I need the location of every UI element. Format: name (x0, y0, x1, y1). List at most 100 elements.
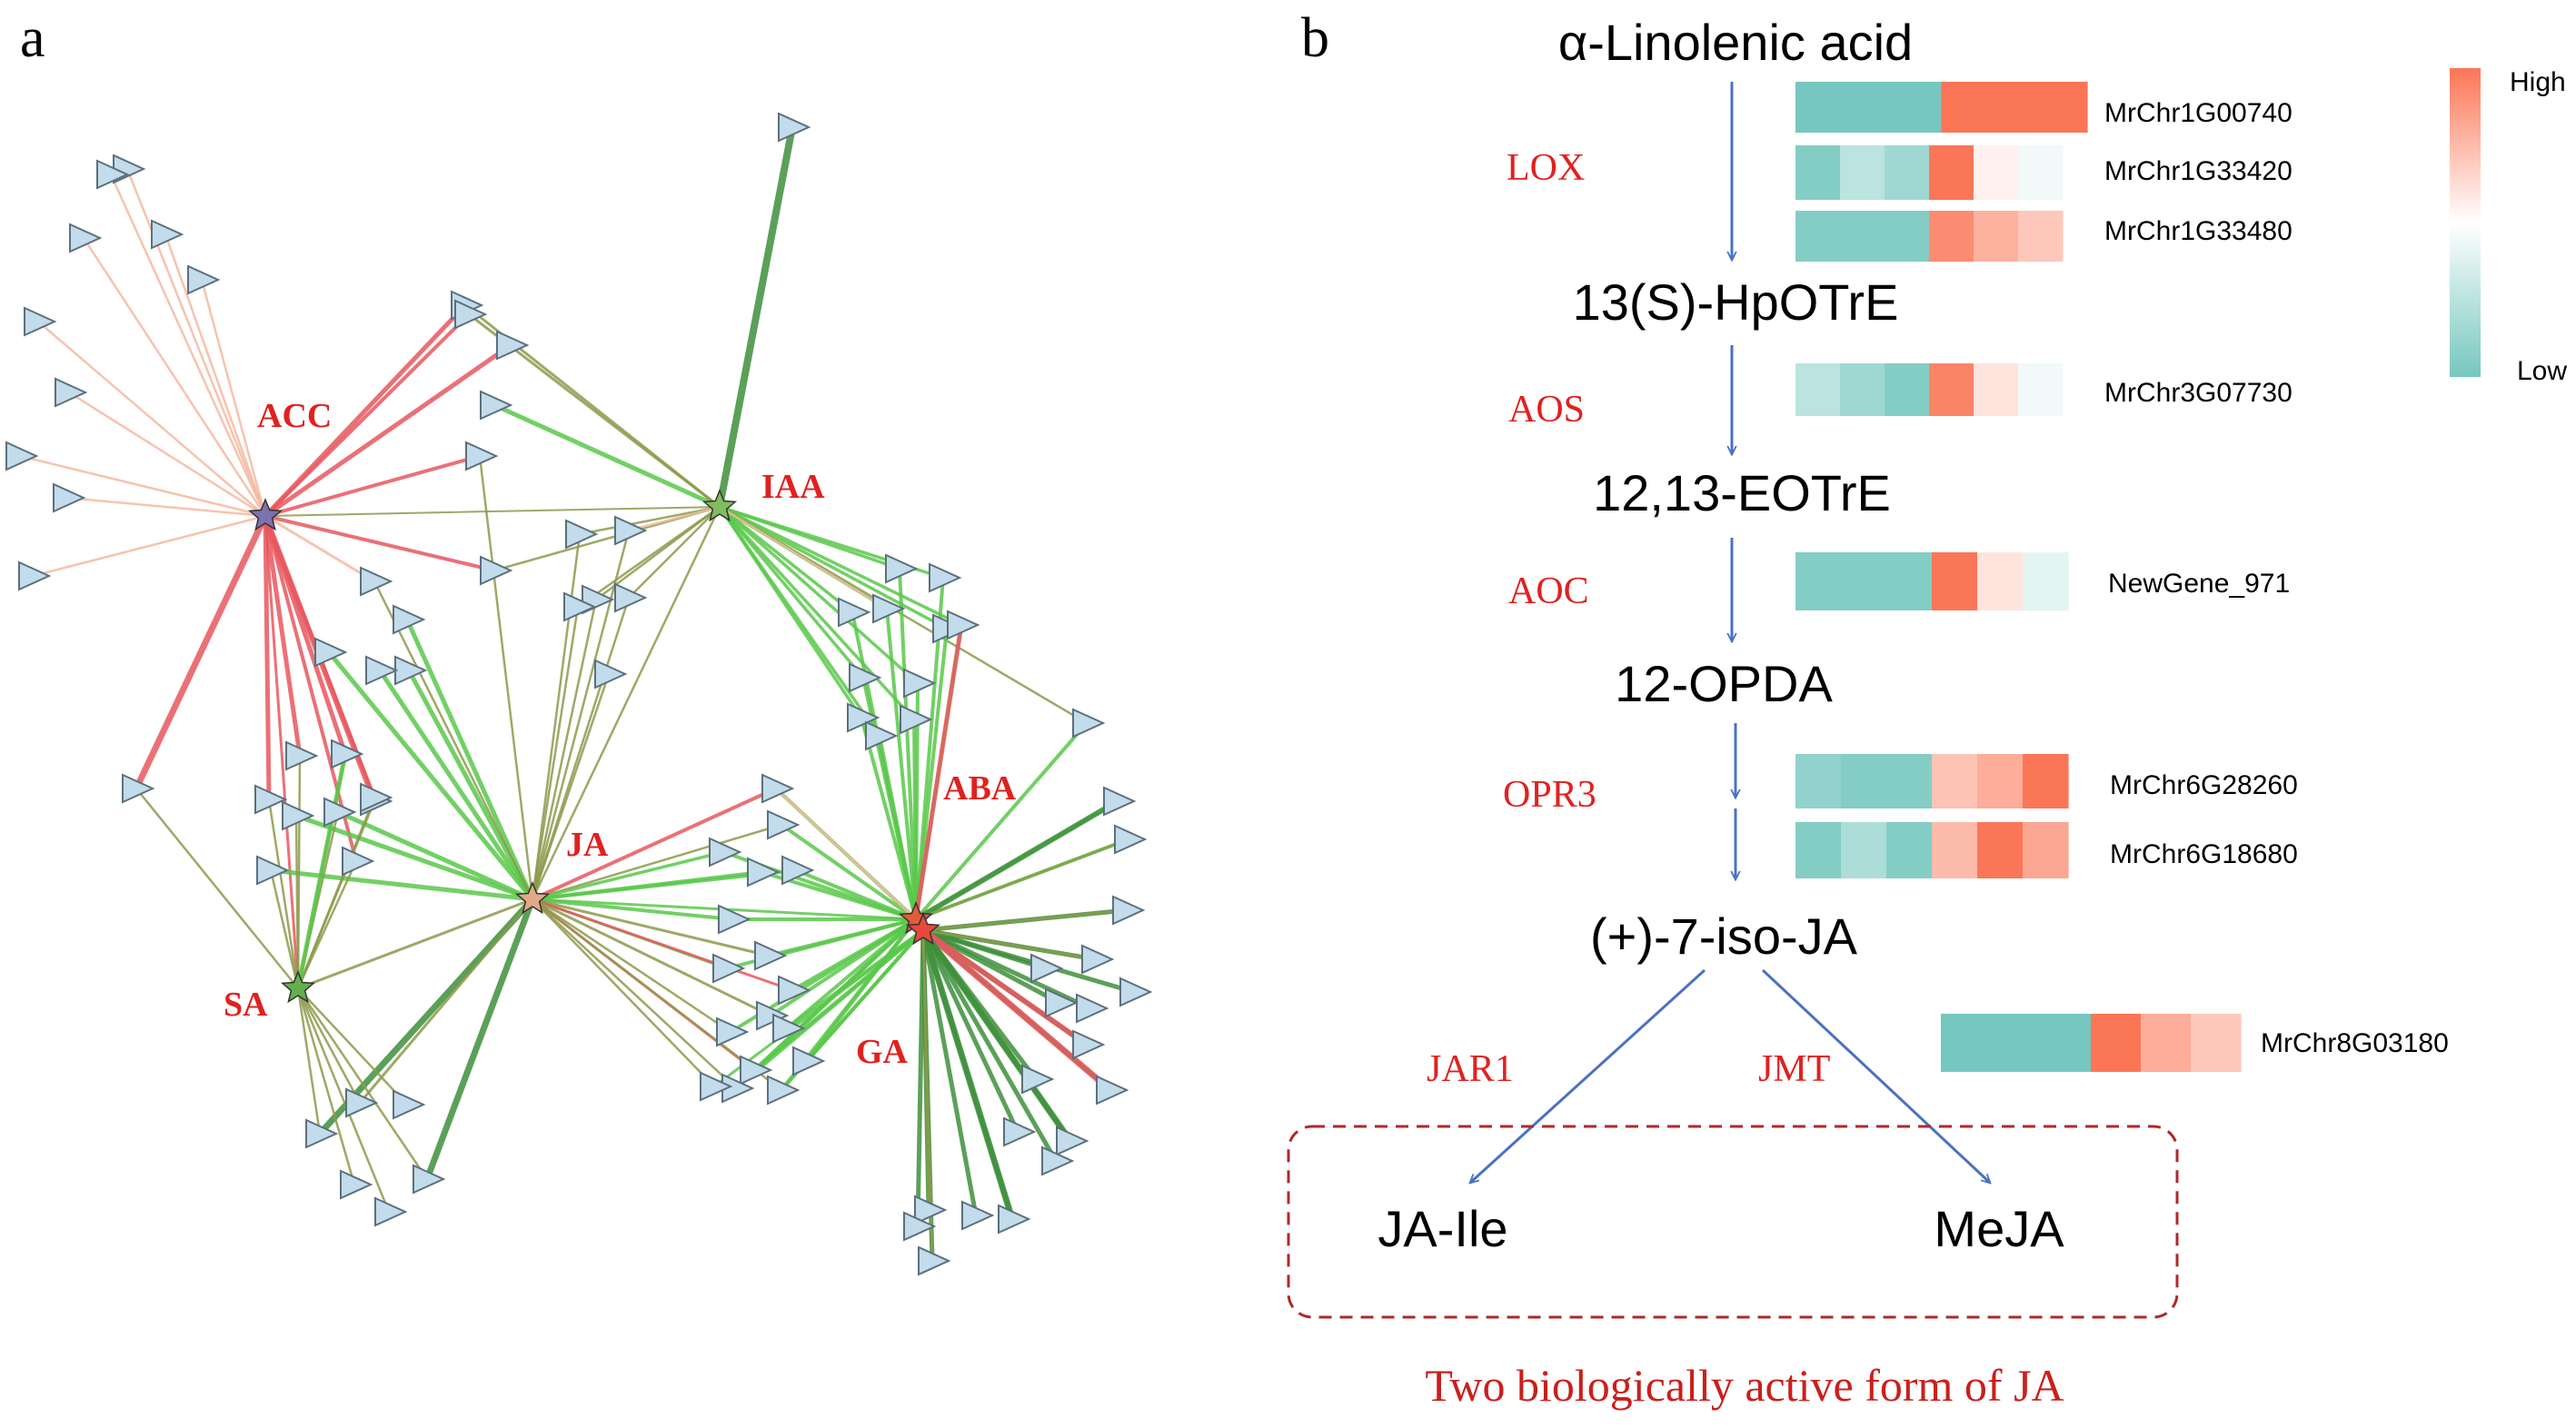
heatmap-cell (2023, 552, 2069, 610)
gene-node (772, 1013, 806, 1044)
heatmap-cell (1840, 145, 1885, 200)
heatmap-cell (1841, 822, 1887, 878)
network-edge (267, 798, 300, 990)
gene-node (594, 659, 628, 689)
network-edge (377, 668, 535, 902)
gene-node (961, 1200, 995, 1231)
gene-node (740, 1055, 773, 1086)
network-edge (268, 868, 535, 902)
network-edge (878, 734, 918, 921)
heatmap-row-mrchr6g18680 (1795, 822, 2069, 878)
gene-node (998, 1204, 1031, 1235)
gene-node (314, 637, 348, 668)
gene-label: NewGene_971 (2108, 569, 2290, 599)
network-edge (293, 813, 535, 902)
active-forms-box (1287, 1125, 2179, 1319)
heatmap-cell (2038, 82, 2088, 133)
gene-node (614, 582, 648, 613)
network-edge (920, 927, 1020, 1135)
network-edge (898, 567, 918, 921)
heatmap-cell (1841, 754, 1887, 808)
heatmap-cell (1886, 822, 1933, 878)
gene-node (254, 784, 288, 815)
network-edge (200, 278, 267, 518)
arrow-jar1 (1470, 968, 1706, 1183)
network-edge (921, 908, 1129, 932)
gene-node (1112, 895, 1146, 926)
network-edge (295, 751, 348, 991)
gene-node (900, 704, 933, 735)
enzyme-jar1: JAR1 (1427, 1048, 1514, 1090)
gene-label: MrChr1G33480 (2104, 216, 2293, 246)
gene-node (1041, 1145, 1075, 1176)
gene-node (849, 662, 882, 693)
legend-low-label: Low (2517, 356, 2567, 386)
gene-node (778, 112, 811, 143)
network-edge (885, 607, 918, 921)
hub-star-sa (281, 970, 315, 1004)
heatmap-cell (1977, 822, 2024, 878)
heatmap-cell (1795, 363, 1841, 416)
network-edge (109, 173, 267, 518)
gene-node (465, 441, 499, 471)
network-edge (920, 927, 1048, 971)
gene-node (614, 515, 648, 546)
network-edge (914, 721, 1089, 921)
network-edge (920, 927, 979, 1218)
gene-node (838, 597, 871, 628)
gene-node (712, 953, 746, 984)
heatmap-cell (1893, 82, 1943, 133)
gene-node (1076, 993, 1109, 1024)
network-edge (423, 896, 536, 1183)
enzyme-jmt: JMT (1758, 1048, 1830, 1090)
network-edge (913, 622, 964, 922)
network-edge (718, 505, 920, 685)
gene-node (914, 1195, 948, 1225)
gene-label: MrChr8G03180 (2261, 1028, 2449, 1058)
gene-node (1096, 1075, 1129, 1106)
gene-node (700, 1071, 733, 1102)
heatmap-row-mrchr1g33420 (1795, 145, 2064, 200)
network-edge (578, 505, 721, 536)
gene-node (323, 797, 357, 828)
heatmap-cell (1932, 822, 1978, 878)
network-edge (718, 505, 881, 738)
heatmap-cell (1991, 1014, 2042, 1072)
network-edge (920, 927, 1089, 1047)
panel-letter-a: a (20, 7, 45, 69)
heatmap-cell (1929, 145, 1974, 200)
enzyme-aoc: AOC (1508, 570, 1589, 612)
gene-node (781, 855, 815, 886)
network-edge (478, 454, 534, 901)
arrow-jmt (1761, 968, 1990, 1183)
panel-letter-b: b (1301, 7, 1329, 69)
heatmap-cell (2023, 754, 2069, 808)
heatmap-cell (1886, 754, 1933, 808)
gene-node (360, 782, 393, 813)
hub-star-acc (248, 498, 283, 531)
network-edge (296, 897, 534, 990)
heatmap-cell (1929, 363, 1974, 416)
gene-node (393, 1089, 426, 1120)
metabolite-13s-hpotre: 13(S)-HpOTrE (1573, 273, 1899, 331)
network-edge (531, 672, 611, 901)
network-edge (296, 987, 362, 1105)
network-edge (296, 796, 376, 990)
gene-node (792, 1046, 826, 1076)
network-edge (920, 927, 1114, 1094)
heatmap-row-mrchr1g33480 (1795, 211, 2064, 262)
heatmap-cell (1885, 363, 1930, 416)
network-edge (921, 928, 930, 1212)
heatmap-cell (1841, 552, 1887, 610)
network-edge (358, 897, 534, 1105)
network-edge (531, 532, 582, 901)
gene-node (454, 299, 488, 330)
network-edge (263, 513, 303, 759)
gene-node (53, 482, 86, 513)
gene-node (282, 800, 315, 831)
network-edges (18, 124, 1137, 1264)
network-edge (920, 927, 1062, 1006)
network-edge (264, 514, 358, 863)
heatmap-row-mrchr3g07730 (1795, 363, 2064, 416)
network-edge (531, 897, 794, 992)
